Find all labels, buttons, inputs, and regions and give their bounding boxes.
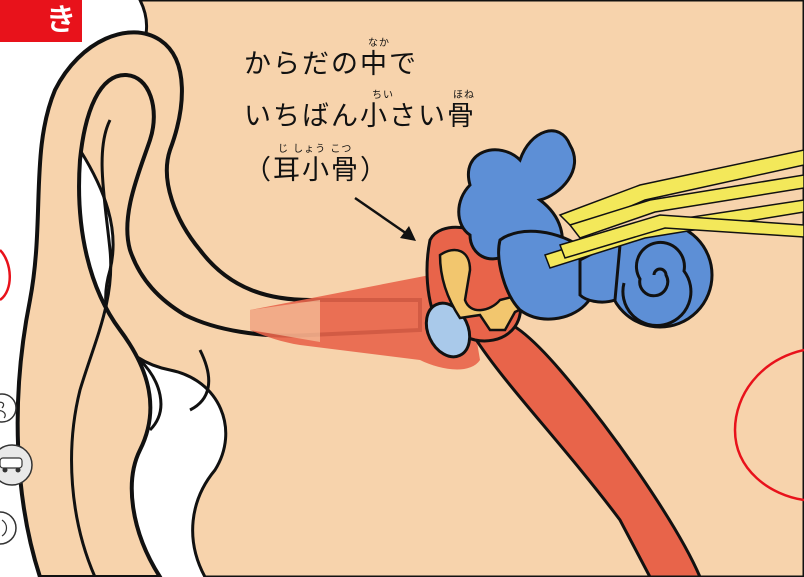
wind-icon: [0, 394, 16, 422]
caption-line-1: からだの中で: [244, 42, 418, 81]
caption-line-2: いちばん小さい骨: [244, 94, 476, 133]
car-icon: [0, 445, 32, 485]
sound-icon: [0, 512, 16, 544]
highlight-circle-left: [0, 250, 10, 300]
corner-badge: き: [0, 0, 82, 42]
caption-line-3: （耳小骨）: [244, 148, 389, 187]
